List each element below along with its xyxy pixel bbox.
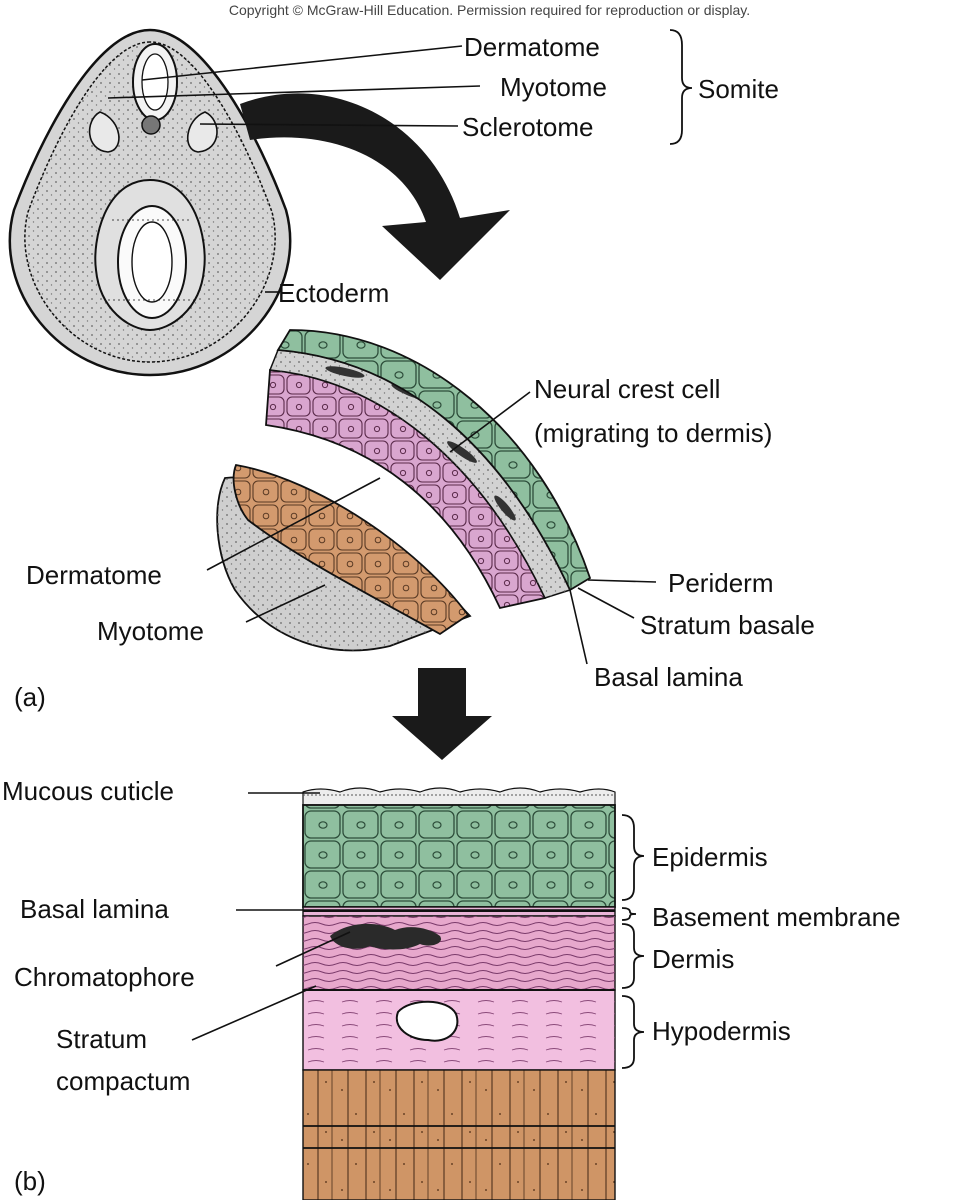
label-neural-crest-migrating: (migrating to dermis) — [534, 418, 772, 448]
label-stratum: Stratum — [56, 1024, 147, 1054]
label-compactum: compactum — [56, 1066, 190, 1096]
ectoderm-tissue — [276, 329, 592, 592]
blood-vessel — [395, 1000, 459, 1042]
epidermis-layer — [302, 804, 616, 908]
developing-skin-section — [216, 329, 592, 652]
label-basement-membrane: Basement membrane — [652, 902, 901, 932]
copyright-notice: Copyright © McGraw-Hill Education. Permi… — [228, 2, 751, 18]
label-basal-lamina-b: Basal lamina — [20, 894, 169, 924]
label-basal-lamina-a: Basal lamina — [594, 662, 743, 692]
label-sclerotome: Sclerotome — [462, 112, 594, 142]
panel-label-b: (b) — [14, 1166, 46, 1196]
label-epidermis: Epidermis — [652, 842, 768, 872]
label-stratum-basale: Stratum basale — [640, 610, 815, 640]
label-chromatophore: Chromatophore — [14, 962, 195, 992]
label-myotome-embryo: Myotome — [500, 72, 607, 102]
label-myotome-section: Myotome — [97, 616, 204, 646]
label-dermatome-section: Dermatome — [26, 560, 162, 590]
adult-skin-section — [302, 787, 616, 1200]
label-neural-crest-cell: Neural crest cell — [534, 374, 720, 404]
chromatophore-cell — [330, 923, 441, 950]
label-mucous-cuticle: Mucous cuticle — [2, 776, 174, 806]
label-ectoderm: Ectoderm — [278, 278, 389, 308]
label-hypodermis: Hypodermis — [652, 1016, 791, 1046]
panel-label-a: (a) — [14, 682, 46, 712]
label-periderm: Periderm — [668, 568, 773, 598]
label-dermatome-embryo: Dermatome — [464, 32, 600, 62]
label-dermis: Dermis — [652, 944, 734, 974]
muscle-layer — [302, 1069, 616, 1200]
myotome-tissue — [232, 463, 470, 636]
embryo-cross-section — [8, 28, 292, 377]
down-arrow-icon — [392, 668, 492, 760]
mucous-cuticle-layer — [302, 787, 616, 806]
label-somite: Somite — [698, 74, 779, 104]
curved-arrow-icon — [240, 93, 510, 280]
